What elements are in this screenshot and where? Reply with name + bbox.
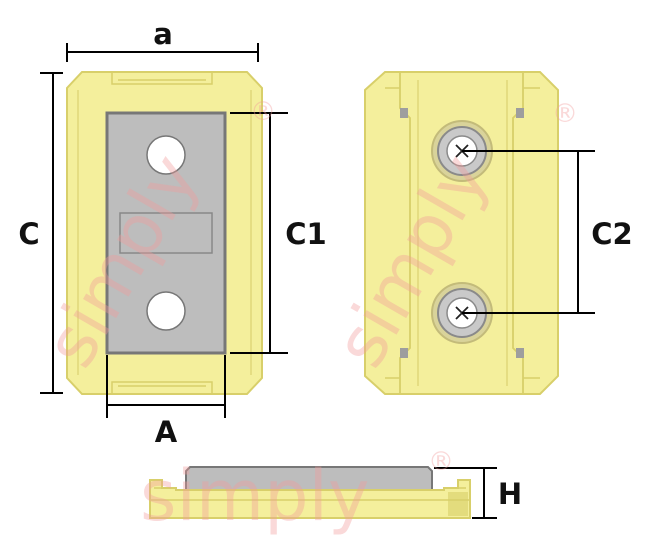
bottom-view-left-rail (399, 72, 411, 394)
svg-text:®: ® (428, 447, 454, 477)
dim-c1-label: C1 (285, 217, 326, 251)
corner-block-br (516, 348, 524, 358)
svg-text:simply: simply (140, 455, 369, 537)
plate-hole-bottom (146, 291, 186, 331)
top-view-bottom-notch (111, 381, 213, 394)
top-view-inner-frame (77, 90, 252, 375)
svg-text:®: ® (552, 99, 578, 129)
bottom-view: C2 (364, 71, 633, 395)
svg-text:®: ® (250, 97, 276, 127)
side-base-right-block (448, 492, 468, 516)
side-base-edges (150, 487, 470, 501)
side-view: H (149, 466, 522, 519)
bottom-view-right-rail (512, 72, 524, 394)
top-view-top-notch (111, 72, 213, 85)
dim-a-label: a (153, 17, 173, 51)
top-view: a C C1 A (18, 17, 326, 449)
plate-hole-top (146, 135, 186, 175)
dim-h-label: H (498, 477, 522, 511)
plate-slot (119, 212, 213, 254)
dim-A-label: A (155, 415, 178, 449)
corner-block-tr (516, 108, 524, 118)
dim-c2-label: C2 (591, 217, 632, 251)
watermark-bottom: simply ® (140, 447, 454, 537)
rail-end-ticks (385, 87, 540, 379)
dim-c-label: C (18, 217, 39, 251)
corner-block-tl (400, 108, 408, 118)
bolt-top (431, 120, 493, 182)
corner-block-bl (400, 348, 408, 358)
